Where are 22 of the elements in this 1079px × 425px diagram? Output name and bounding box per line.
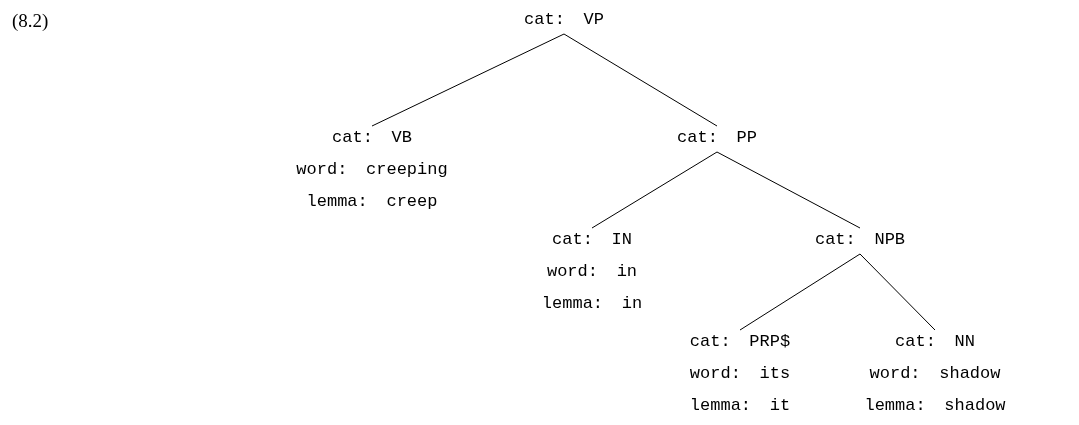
feature-text: cat: VP [524, 9, 604, 31]
tree-branch [739, 253, 861, 331]
feature-text: word: in [545, 261, 639, 283]
feature-text: word: its [689, 363, 791, 385]
feature-text: lemma: in [541, 293, 643, 315]
feature-text: cat: VB [331, 127, 413, 149]
example-number: (8.2) [12, 10, 49, 32]
tree-branch [716, 151, 861, 229]
feature-text: word: shadow [868, 363, 1002, 385]
feature-text: cat: PP [677, 127, 757, 149]
feature-text: cat: IN [551, 229, 633, 251]
feature-text: lemma: creep [305, 191, 439, 213]
feature-text: lemma: it [689, 395, 791, 417]
tree-branch [563, 33, 718, 127]
feature-text: word: creeping [296, 159, 448, 181]
feature-text: cat: NN [894, 331, 976, 353]
tree-branch [371, 33, 565, 127]
feature-text: lemma: shadow [864, 395, 1006, 417]
tree-branch [591, 151, 718, 229]
feature-text: cat: NPB [814, 229, 906, 251]
feature-text: cat: PRP$ [689, 331, 791, 353]
tree-branch [859, 253, 936, 331]
